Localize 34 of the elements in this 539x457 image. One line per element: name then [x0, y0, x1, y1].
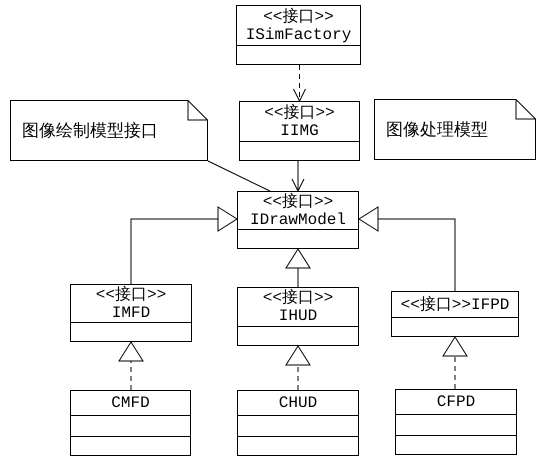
class-name: IIMG	[280, 122, 319, 140]
class-name: <<接口>>	[264, 104, 335, 122]
class-name: CMFD	[111, 394, 150, 412]
class-name: CHUD	[278, 394, 318, 412]
class-box	[236, 5, 361, 65]
note-text: 图像绘制模型接口	[22, 120, 158, 142]
class-box	[237, 390, 359, 456]
class-name: CFPD	[436, 393, 476, 411]
class-name: <<接口>>	[96, 286, 166, 304]
arrow	[292, 160, 304, 192]
class-box	[391, 291, 519, 337]
class-box	[395, 389, 517, 455]
class-name: ISimFactory	[246, 26, 352, 44]
class-box	[70, 390, 191, 456]
arrow	[286, 248, 310, 288]
arrow	[130, 206, 238, 284]
class-box	[237, 191, 359, 249]
arrow	[358, 206, 456, 292]
class-name: <<接口>>	[263, 8, 334, 26]
class-box	[237, 287, 359, 346]
dashed-arrow	[286, 346, 310, 390]
class-box	[70, 284, 192, 342]
leader-line	[208, 160, 270, 192]
dashed-arrow	[442, 336, 468, 390]
dashed-arrow	[118, 342, 144, 390]
class-name: <<接口>>	[262, 192, 334, 210]
class-name: <<接口>>	[262, 289, 334, 307]
note-text: 图像处理模型	[386, 118, 488, 140]
class-name: <<接口>>IFPD	[400, 296, 510, 314]
class-box	[239, 101, 360, 161]
class-name: IMFD	[112, 304, 150, 322]
class-name: IHUD	[278, 307, 318, 325]
class-name: IDrawModel	[250, 210, 346, 228]
dashed-arrow	[293, 64, 306, 102]
